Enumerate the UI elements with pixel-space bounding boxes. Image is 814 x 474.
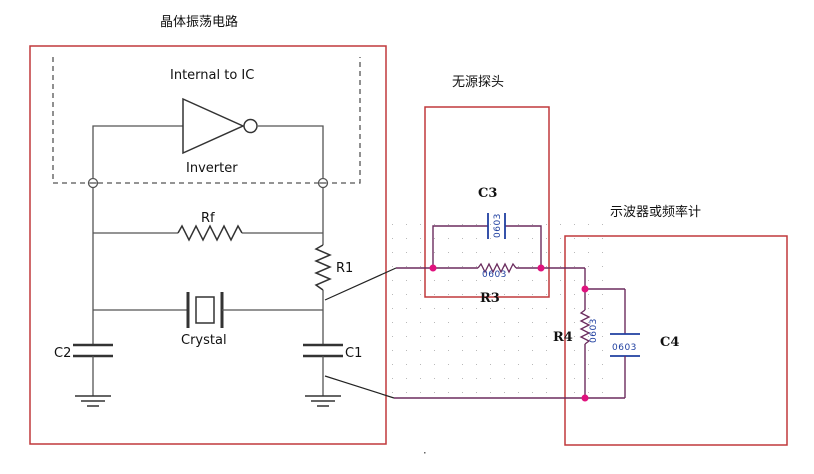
inverter-symbol: [182, 97, 245, 155]
junction-r4-bottom: [581, 394, 589, 402]
label-c4: C4: [660, 335, 679, 350]
label-c2: C2: [54, 346, 71, 361]
scope-frame: [564, 235, 788, 446]
inverter-bubble: [243, 118, 258, 134]
r1-resistor: [314, 244, 332, 291]
r3-resistor: [477, 262, 517, 274]
label-internal-to-ic: Internal to IC: [170, 68, 254, 83]
title-scope: 示波器或频率计: [610, 204, 701, 220]
rf-resistor: [177, 224, 243, 242]
r3-package: 0603: [482, 270, 507, 280]
label-c1: C1: [345, 346, 362, 361]
probe-wires: [324, 213, 640, 399]
c4-package: 0603: [612, 343, 637, 353]
stray-dot: [424, 452, 426, 454]
label-rf: Rf: [201, 211, 215, 226]
r4-resistor: [579, 309, 591, 345]
junction-dots: [429, 264, 589, 402]
label-inverter: Inverter: [186, 161, 238, 176]
oscillator-circuit: [52, 57, 361, 407]
junction-r4-top: [581, 285, 589, 293]
crystal-body: [195, 296, 215, 324]
r4-package: 0603: [589, 318, 599, 343]
label-r3: R3: [480, 291, 500, 306]
label-r1: R1: [336, 261, 353, 276]
label-r4: R4: [553, 330, 573, 345]
label-c3: C3: [478, 186, 497, 201]
probe-frame: [424, 106, 550, 298]
junction-c3-right: [537, 264, 545, 272]
c3-package: 0603: [493, 213, 503, 238]
title-oscillator: 晶体振荡电路: [160, 14, 238, 30]
junction-c3-left: [429, 264, 437, 272]
title-probe: 无源探头: [452, 75, 504, 90]
oscillator-frame: [29, 45, 387, 445]
grid-area: [390, 215, 610, 405]
ic-boundary: [52, 57, 361, 184]
label-crystal: Crystal: [181, 333, 227, 348]
